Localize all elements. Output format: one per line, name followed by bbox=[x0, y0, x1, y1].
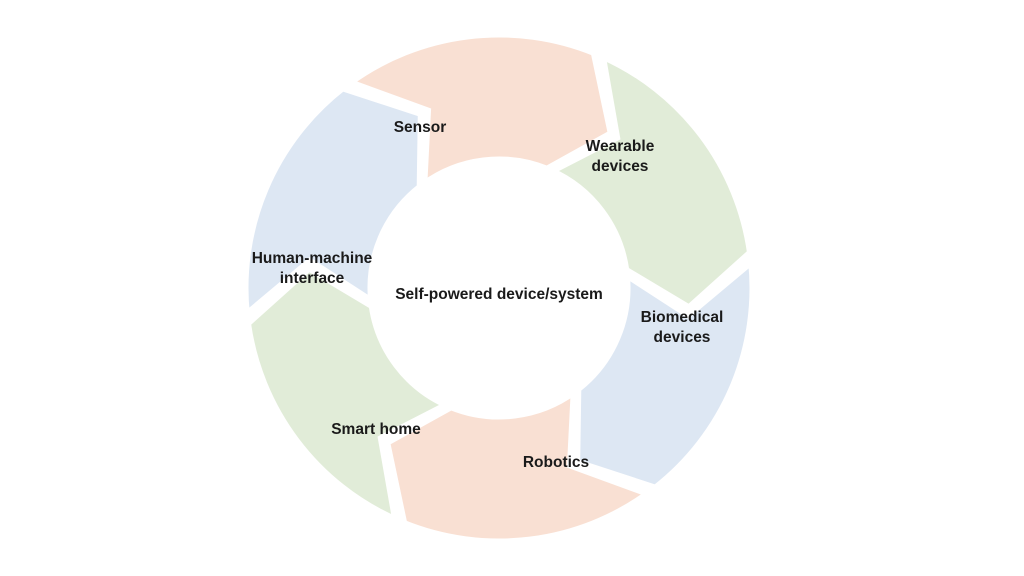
segment-label-robotics: Robotics bbox=[523, 453, 589, 473]
ring-segment-robotics bbox=[382, 384, 656, 546]
segment-layer bbox=[241, 30, 757, 546]
segment-label-line: Human-machine bbox=[251, 250, 373, 267]
ring-segment-wearable bbox=[542, 50, 755, 313]
center-title: Self-powered device/system bbox=[395, 286, 603, 303]
segment-label-hmi: Human-machine interface bbox=[252, 249, 373, 289]
segment-label-line: devices bbox=[653, 329, 711, 346]
segment-label-smart-home: Smart home bbox=[331, 420, 421, 440]
segment-label-biomedical: Biomedical devices bbox=[641, 308, 724, 348]
ring-segment-hmi bbox=[241, 83, 425, 322]
segment-label-line: Robotics bbox=[522, 454, 590, 471]
segment-label-wearable: Wearable devices bbox=[586, 137, 655, 177]
ring-segment-biomedical bbox=[573, 254, 757, 493]
segment-label-line: Smart home bbox=[331, 421, 421, 438]
segment-label-line: devices bbox=[591, 158, 649, 175]
segment-label-line: Biomedical bbox=[640, 309, 724, 326]
segment-label-line: Wearable bbox=[585, 138, 655, 155]
segment-label-line: Sensor bbox=[393, 119, 447, 136]
segment-label-sensor: Sensor bbox=[394, 118, 447, 138]
ring-segment-smart-home bbox=[243, 263, 456, 526]
ring-segment-sensor bbox=[342, 30, 616, 192]
segment-label-line: interface bbox=[279, 270, 345, 287]
